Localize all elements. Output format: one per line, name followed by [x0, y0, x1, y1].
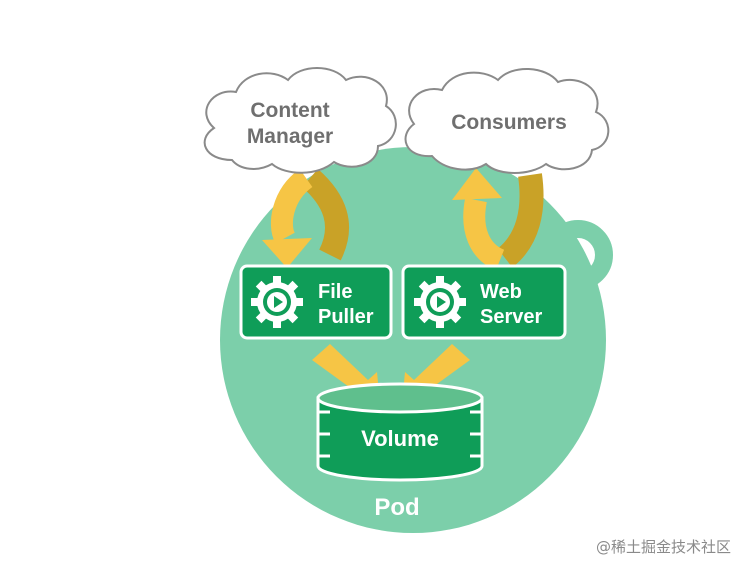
container-file-puller: File Puller	[239, 264, 393, 340]
volume-cylinder: Volume	[316, 382, 484, 482]
cloud-consumers: Consumers	[404, 67, 610, 174]
cloud-label-line-2: Manager	[247, 125, 333, 148]
cloud-label-line-1: Content	[250, 99, 329, 122]
watermark: @稀土掘金技术社区	[595, 538, 731, 556]
cloud-label-consumers: Consumers	[451, 111, 567, 134]
container-label-line-1: Web	[480, 281, 522, 303]
gear-play-icon	[414, 276, 466, 328]
content-manager-arrow	[262, 168, 350, 268]
volume-label: Volume	[361, 426, 439, 451]
container-web-server: Web Server	[401, 264, 567, 340]
consumers-arrow	[452, 168, 544, 271]
gear-play-icon	[251, 276, 303, 328]
container-label-line-2: Puller	[318, 306, 374, 328]
cloud-content-manager: Content Manager	[203, 67, 397, 174]
container-label-line-2: Server	[480, 306, 542, 328]
pod-label: Pod	[374, 494, 419, 521]
container-label-line-1: File	[318, 281, 352, 303]
